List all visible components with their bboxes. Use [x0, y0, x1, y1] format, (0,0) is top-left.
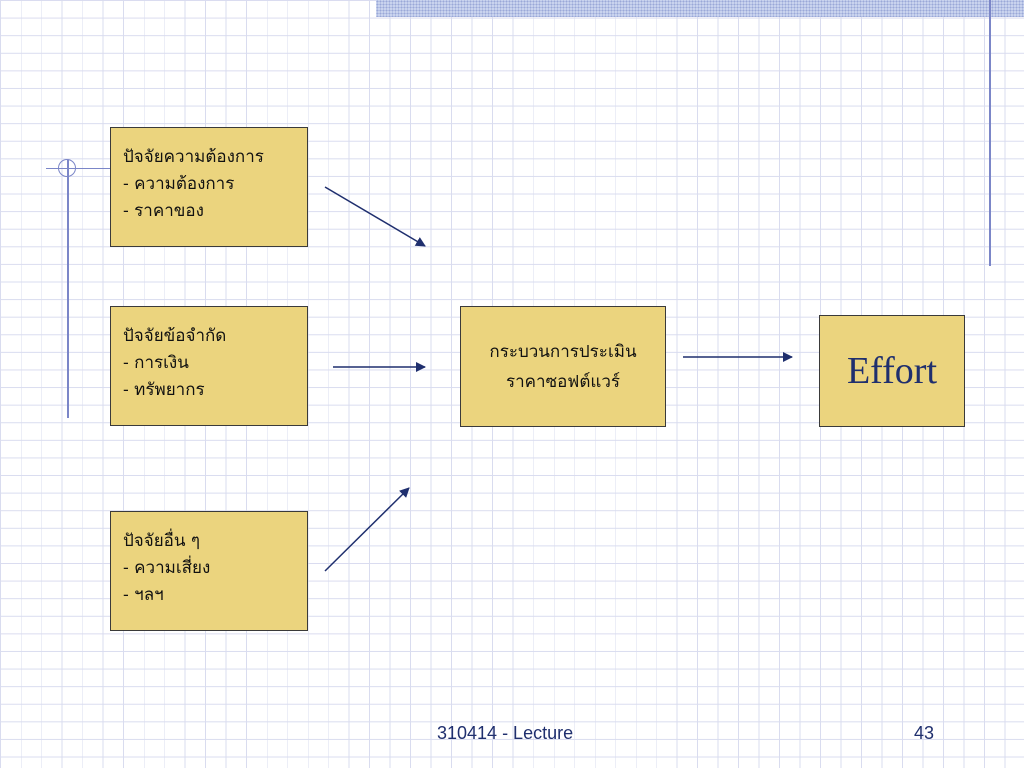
requirements-item-1: - ความต้องการ: [123, 174, 235, 194]
constraints-title: ปัจจัยข้อจำกัด: [123, 326, 227, 346]
estimation-process-box: กระบวนการประเมิน ราคาซอฟต์แวร์: [460, 306, 666, 427]
requirements-factor-box: ปัจจัยความต้องการ - ความต้องการ - ราคาขอ…: [110, 127, 308, 247]
arrow-requirements-to-process: [324, 186, 426, 247]
footer-page-number: 43: [914, 723, 935, 743]
right-vertical-rule: [989, 0, 991, 266]
process-line-2: ราคาซอฟต์แวร์: [505, 371, 621, 392]
footer-course-label: 310414 - Lecture: [437, 723, 574, 743]
constraints-item-2: - ทรัพยากร: [123, 380, 205, 400]
left-horizontal-rule: [46, 168, 112, 169]
others-title: ปัจจัยอื่น ๆ: [123, 531, 201, 551]
process-line-1: กระบวนการประเมิน: [489, 341, 637, 362]
circle-decor-icon: [58, 159, 76, 177]
effort-label: Effort: [846, 350, 938, 392]
others-item-1: - ความเสี่ยง: [123, 558, 211, 578]
effort-output-box: Effort: [819, 315, 965, 427]
requirements-item-2: - ราคาของ: [123, 201, 204, 221]
constraints-factor-box: ปัจจัยข้อจำกัด - การเงิน - ทรัพยากร: [110, 306, 308, 426]
arrow-others-to-process: [324, 487, 410, 572]
others-item-2: - ฯลฯ: [123, 585, 164, 605]
header-decor-band: [376, 0, 1024, 17]
constraints-item-1: - การเงิน: [123, 353, 189, 373]
requirements-title: ปัจจัยความต้องการ: [123, 147, 264, 167]
left-vertical-rule: [67, 160, 69, 418]
other-factors-box: ปัจจัยอื่น ๆ - ความเสี่ยง - ฯลฯ: [110, 511, 308, 631]
